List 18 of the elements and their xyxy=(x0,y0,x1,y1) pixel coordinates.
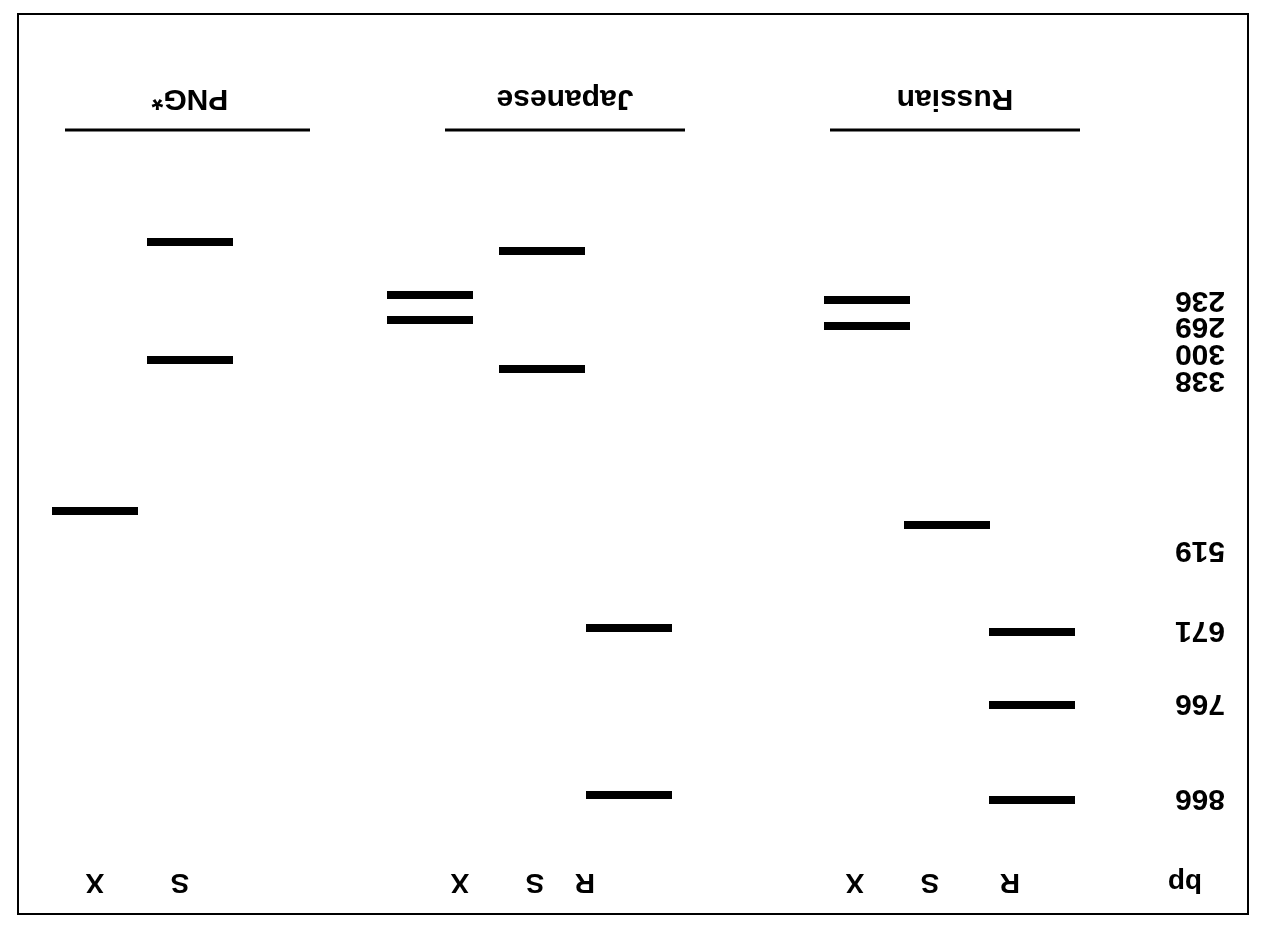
size-marker-label: 300 xyxy=(1174,340,1226,370)
lane-label: bp xyxy=(1167,869,1203,897)
lane-label: X xyxy=(845,869,865,897)
size-marker-label: 766 xyxy=(1174,690,1226,720)
lane-label: X xyxy=(85,869,105,897)
lane-label: R xyxy=(999,869,1021,897)
size-marker-label: 671 xyxy=(1174,617,1226,647)
lane-label: X xyxy=(450,869,470,897)
lane-label: S xyxy=(525,869,545,897)
size-marker-label: 866 xyxy=(1174,785,1226,815)
size-marker-label: 338 xyxy=(1174,367,1226,397)
group-heading: Russian xyxy=(896,85,1014,115)
lane-label: S xyxy=(170,869,190,897)
lane-label: S xyxy=(920,869,940,897)
group-heading: Japanese xyxy=(496,85,634,115)
size-marker-label: 519 xyxy=(1174,537,1226,567)
group-heading: PNG* xyxy=(151,85,229,115)
lane-label: R xyxy=(574,869,596,897)
